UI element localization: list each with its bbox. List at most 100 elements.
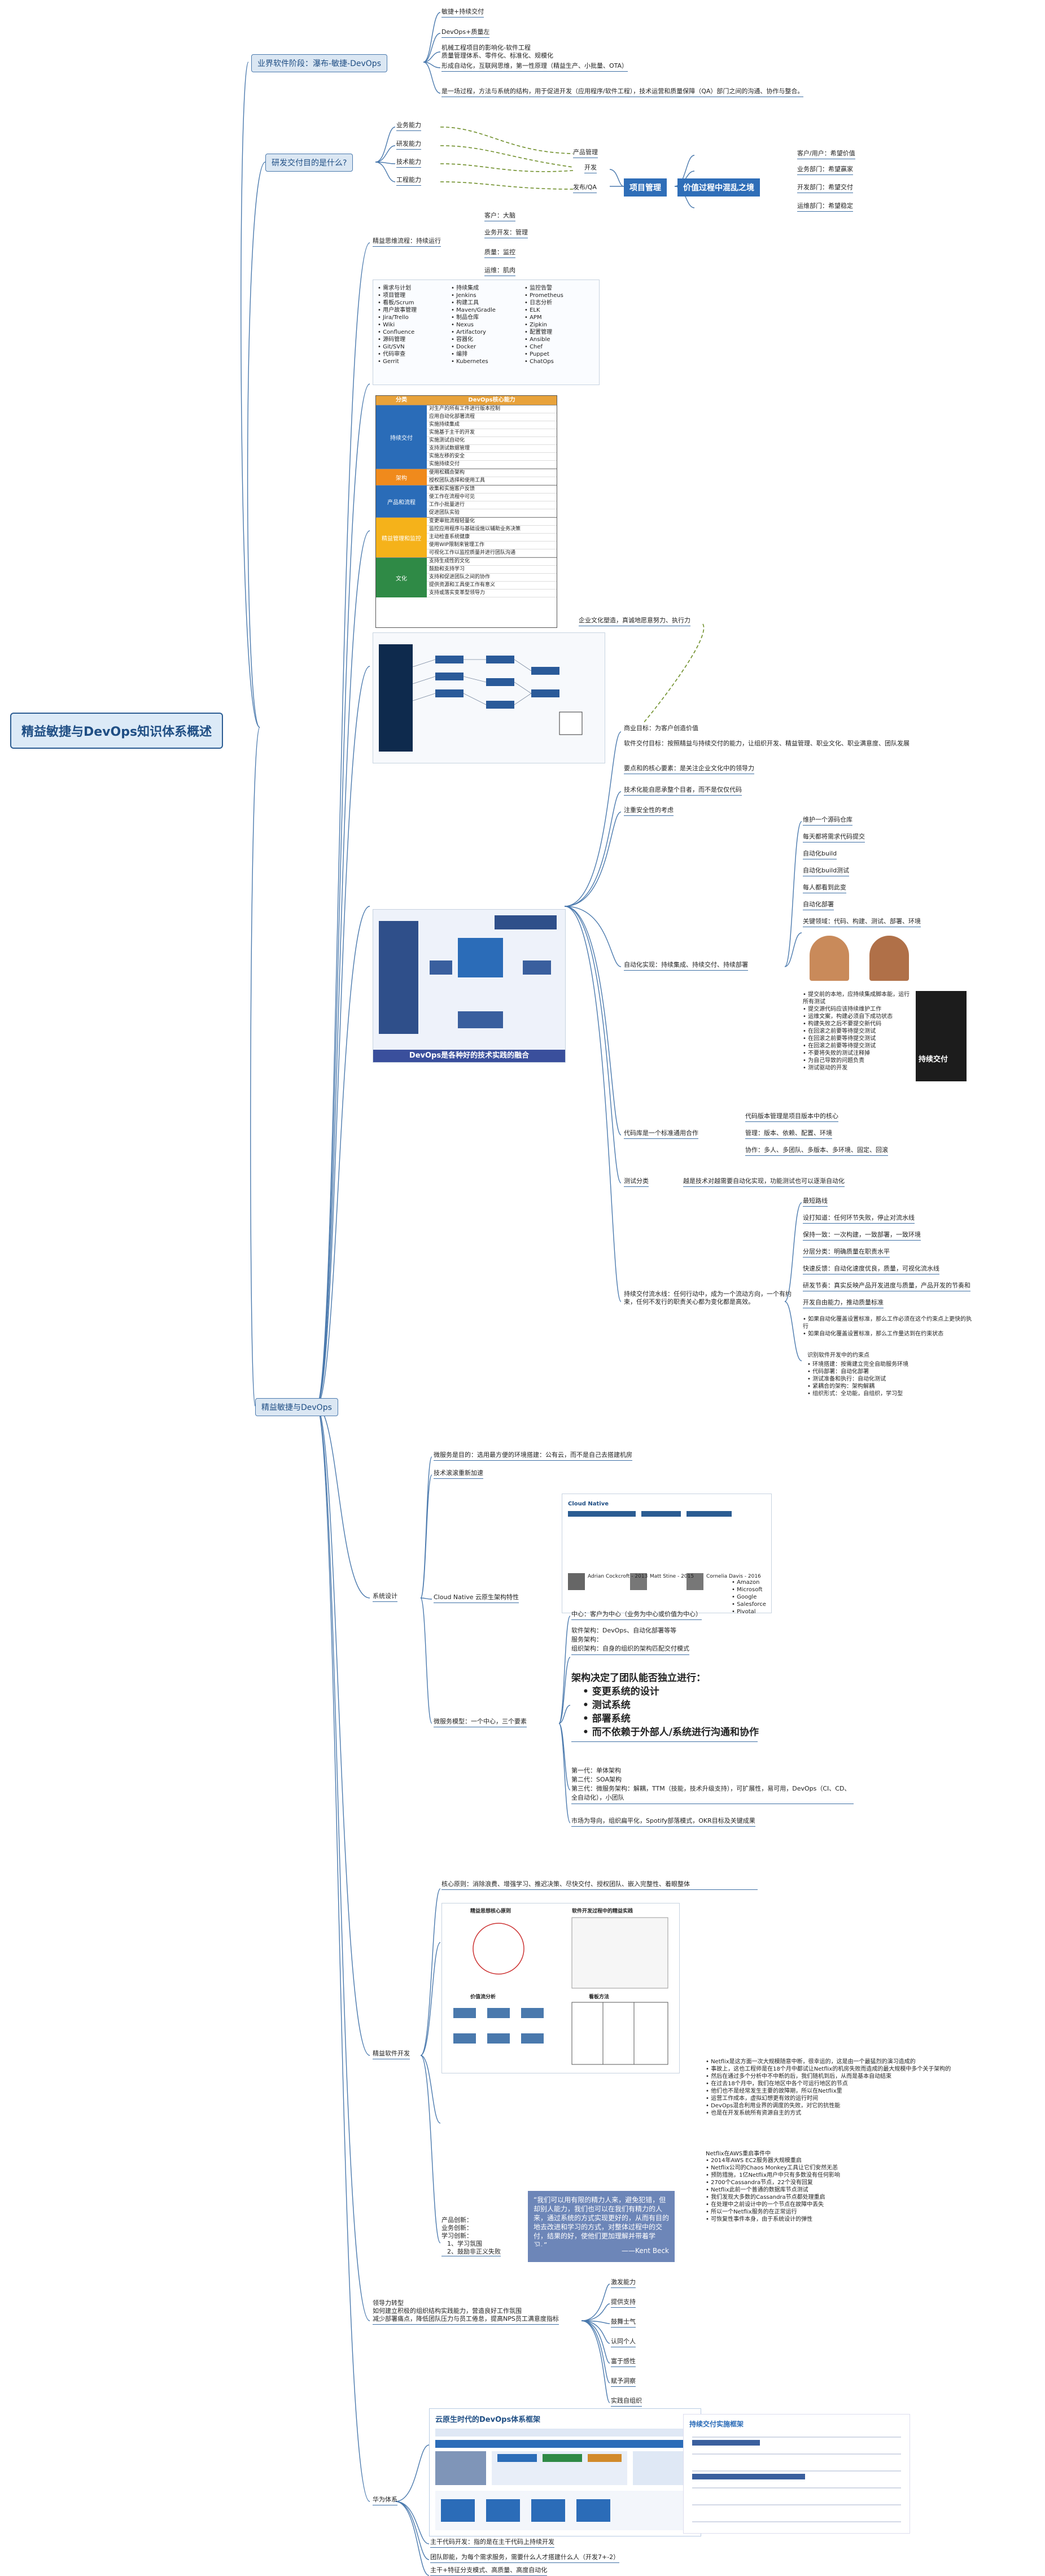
cap-group: 产品和流程收集和实施客户反馈使工作在流程中可见工作小批量进行促进团队实验 xyxy=(376,485,557,517)
netflix-event-2: 预防措施，1亿Netflix用户中只有多数没有任何影响 xyxy=(706,2172,954,2179)
b2-role-0[interactable]: 客户/用户：希望价值 xyxy=(797,150,855,159)
flow-item-0[interactable]: 最短路线 xyxy=(803,1197,828,1207)
b2-mid-1[interactable]: 开发 xyxy=(584,164,597,173)
netflix-chaos-list: Netflix是这方面一次大规模随意中断，很幸运的，这是由一个最猛烈的演习造成的… xyxy=(706,2058,954,2117)
lead-item-4[interactable]: 富于感性 xyxy=(611,2357,636,2367)
tech-debt[interactable]: 技术滚滚重新加速 xyxy=(434,1469,483,1479)
b2-item-3[interactable]: 工程能力 xyxy=(396,176,421,186)
b1-item-3[interactable]: 质量管理体系、零件化、标准化、规模化 xyxy=(441,52,553,59)
goal-0[interactable]: 商业目标：为客户创造价值 xyxy=(624,724,698,732)
cloud-org-4: Pivotal xyxy=(732,1608,766,1616)
cap-rows: 支持生成性的文化鼓励和支持学习支持和促进团队之间的协作提供资源和工具使工作有意义… xyxy=(427,558,557,597)
code-item-0[interactable]: 代码版本管理是项目版本中的核心 xyxy=(745,1112,838,1122)
b1-item-1[interactable]: DevOps+质量左 xyxy=(441,28,490,38)
node-lean-devops[interactable]: 精益敏捷与DevOps xyxy=(255,1398,338,1416)
flow-item-1[interactable]: 设打知道：任何环节失败，停止对流水线 xyxy=(803,1214,915,1224)
flow-constraint-notes: 如果自动化覆盖设置标准，那么工作必须在这个约束点上更快的执行 如果自动化覆盖设置… xyxy=(803,1316,972,1338)
flow-item-3[interactable]: 分层分类：明确质量在职责水平 xyxy=(803,1248,890,1258)
flow-item-5[interactable]: 研发节奏：真实反映产品开发进度与质量，产品开发的节奏和 xyxy=(803,1282,970,1291)
goal-1[interactable]: 软件交付目标：按照精益与持续交付的能力，让组织开发、精益管理、职业文化、职业满意… xyxy=(624,740,910,747)
b2-role-3[interactable]: 运维部门：希望稳定 xyxy=(797,202,853,212)
auto-item-5[interactable]: 自动化部署 xyxy=(803,901,834,910)
innovation-block[interactable]: 产品创新： 业务创新： 学习创新： 1、学习氛围 2、鼓励非正义失败 xyxy=(441,2216,501,2256)
code-item-1[interactable]: 管理：版本、依赖、配置、环境 xyxy=(745,1129,832,1139)
b2-item-1[interactable]: 研发能力 xyxy=(396,140,421,150)
b1-item-2[interactable]: 机械工程项目的影响化-软件工程 xyxy=(441,44,531,51)
sysdesign-label[interactable]: 系统设计 xyxy=(373,1592,397,1602)
pipeline-label[interactable]: 持续交付流水线：任何行动中，成为一个流动方向，一个有约束，任何不发行的职责关心都… xyxy=(624,1290,792,1306)
lt-item-2[interactable]: 质量：监控 xyxy=(484,248,515,258)
huawei-item-0[interactable]: 主干代码开发：指的是在主干代码上持续开发 xyxy=(430,2538,554,2548)
root-node[interactable]: 精益敏捷与DevOps知识体系概述 xyxy=(10,713,224,749)
auto-item-4[interactable]: 每人都看到此变 xyxy=(803,884,846,893)
three-element-2: 组织架构：自身的组织的架构匹配交付模式 xyxy=(571,1645,689,1652)
huawei-label[interactable]: 华为体系 xyxy=(373,2496,397,2505)
node-industry-stages[interactable]: 业界软件阶段：瀑布-敏捷-DevOps xyxy=(251,54,387,72)
flow-item-4[interactable]: 快速反馈：自动化速度优良，质量，可视化流水线 xyxy=(803,1265,939,1274)
lead-item-3[interactable]: 认同个人 xyxy=(611,2338,636,2347)
test-note[interactable]: 越是技术对越需要自动化实现，功能测试也可以逐渐自动化 xyxy=(683,1177,845,1187)
b1-item-4[interactable]: 形成自动化，互联网思维，第一性原理（精益生产、小批量、OTA） xyxy=(441,62,628,72)
innov-1: 业务创新： xyxy=(441,2224,473,2232)
b2-mid-0[interactable]: 产品管理 xyxy=(573,149,598,158)
conway-title: 架构决定了团队能否独立进行： xyxy=(571,1673,706,1684)
quote-author: ——Kent Beck xyxy=(622,2247,669,2255)
cap-row: 监控应用程序与基础设施以辅助业务决策 xyxy=(427,526,557,534)
lead-item-1[interactable]: 提供支持 xyxy=(611,2298,636,2308)
tool-0-1: 项目管理 xyxy=(378,292,417,299)
lean-dev-label[interactable]: 精益软件开发 xyxy=(373,2050,410,2059)
b2-item-0[interactable]: 业务能力 xyxy=(396,121,421,131)
conway-block[interactable]: 架构决定了团队能否独立进行： • 变更系统的设计 • 测试系统 • 部署系统 •… xyxy=(571,1671,759,1742)
netflix-item-4: 他们也不是经常发生主要的故障期，所以在Netflix里 xyxy=(706,2088,954,2095)
b1-item-5[interactable]: 是一场过程，方法与系统的结构，用于促进开发（应用程序/软件工程），技术运营和质量… xyxy=(441,88,804,97)
codebase-label[interactable]: 代码库是一个标准通用合作 xyxy=(624,1129,698,1139)
auto-item-6[interactable]: 关键领域：代码、构建、测试、部署、环境 xyxy=(803,918,921,927)
three-elements[interactable]: 软件架构：DevOps、自动化部署等等 服务架构： 组织架构：自身的组织的架构匹… xyxy=(571,1626,689,1655)
lead-item-5[interactable]: 赋予洞察 xyxy=(611,2377,636,2387)
flow-item-2[interactable]: 保持一致：一次构建，一致部署，一致环境 xyxy=(803,1231,921,1241)
cloud-native-label[interactable]: Cloud Native 云原生架构特性 xyxy=(434,1593,519,1603)
flow-item-6[interactable]: 开发自由能力，推动质量标准 xyxy=(803,1299,884,1308)
lt-item-3[interactable]: 运维：肌肉 xyxy=(484,267,515,276)
b2-role-2[interactable]: 开发部门：希望交付 xyxy=(797,184,853,193)
automation-label[interactable]: 自动化实现：持续集成、持续交付、持续部署 xyxy=(624,961,748,971)
goal-2[interactable]: 要点和的核心要素：是关注企业文化中的领导力 xyxy=(624,765,754,774)
cap-rows: 对生产的所有工件进行版本控制应用自动化部署流程实施持续集成实施基于主干的开发实施… xyxy=(427,405,557,469)
leadership-label[interactable]: 领导力转型 如何建立积极的组织结构实践能力，营造良好工作氛围 减少部署痛点，降低… xyxy=(373,2299,559,2325)
lean-thinking-label[interactable]: 精益思维流程：持续运行 xyxy=(373,237,441,247)
lead-item-2[interactable]: 鼓舞士气 xyxy=(611,2318,636,2328)
microservice-model-label[interactable]: 微服务模型：一个中心，三个要素 xyxy=(434,1718,527,1727)
center-label[interactable]: 中心：客户为中心（业务为中心或价值为中心） xyxy=(571,1610,702,1620)
lead-item-6[interactable]: 实践自组织 xyxy=(611,2397,642,2407)
lean-principles[interactable]: 核心原则：消除浪费、增强学习、推迟决策、尽快交付、授权团队、嵌入完整性、着眼整体 xyxy=(441,1880,758,1890)
b2-item-2[interactable]: 技术能力 xyxy=(396,158,421,168)
huawei-item-1[interactable]: 团队即能，为每个需求服务，需要什么人才搭建什么人（开发7+-2） xyxy=(430,2553,620,2563)
b2-role-1[interactable]: 业务部门：希望赢家 xyxy=(797,165,853,175)
project-management-box[interactable]: 项目管理 xyxy=(624,178,667,197)
auto-item-1[interactable]: 每天都将需求代码提交 xyxy=(803,833,865,842)
auto-item-0[interactable]: 维护一个源码仓库 xyxy=(803,816,852,826)
tech-label[interactable]: 技术化能自愿承整个目者，而不是仅仅代码 xyxy=(624,786,742,796)
test-category-label[interactable]: 测试分类 xyxy=(624,1177,649,1187)
huawei-item-2[interactable]: 主干+特征分支模式、高质量、高度自动化 xyxy=(430,2566,548,2576)
tool-1-10: Kubernetes xyxy=(451,358,496,365)
value-chaos-box[interactable]: 价值过程中混乱之境 xyxy=(677,178,760,197)
netflix-item-7: 也是在开发系统所有资源自主的方式 xyxy=(706,2110,954,2117)
lead-item-0[interactable]: 激发能力 xyxy=(611,2278,636,2288)
lt-item-1[interactable]: 业务开发：管理 xyxy=(484,229,528,238)
lt-item-0[interactable]: 客户：大脑 xyxy=(484,212,515,221)
team-structure[interactable]: 市场为导向，组织扁平化，Spotify部落模式，OKR目标及关键成果 xyxy=(571,1817,755,1827)
micro-goal[interactable]: 微服务是目的：选用最方便的环境搭建：公有云，而不是自己去搭建机房 xyxy=(434,1451,632,1461)
security-label[interactable]: 注重安全性的考虑 xyxy=(624,806,674,816)
node-delivery-purpose[interactable]: 研发交付目的是什么? xyxy=(265,154,353,172)
culture-label[interactable]: 企业文化塑造，真诚地愿意努力、执行力 xyxy=(579,617,690,626)
auto-item-2[interactable]: 自动化build xyxy=(803,850,837,859)
cap-row: 支持和促进团队之间的协作 xyxy=(427,574,557,582)
auto-item-3[interactable]: 自动化build测试 xyxy=(803,867,850,876)
huawei-framework-diagram xyxy=(435,2429,695,2530)
architecture-generations[interactable]: 第一代：单体架构 第二代：SOA架构 第三代：微服务架构：解耦，TTM（技能，技… xyxy=(571,1766,854,1804)
b1-item-0[interactable]: 敏捷+持续交付 xyxy=(441,8,484,18)
b2-mid-2[interactable]: 发布/QA xyxy=(573,184,597,193)
code-item-2[interactable]: 协作：多人、多团队、多版本、多环境、固定、回滚 xyxy=(745,1146,888,1156)
